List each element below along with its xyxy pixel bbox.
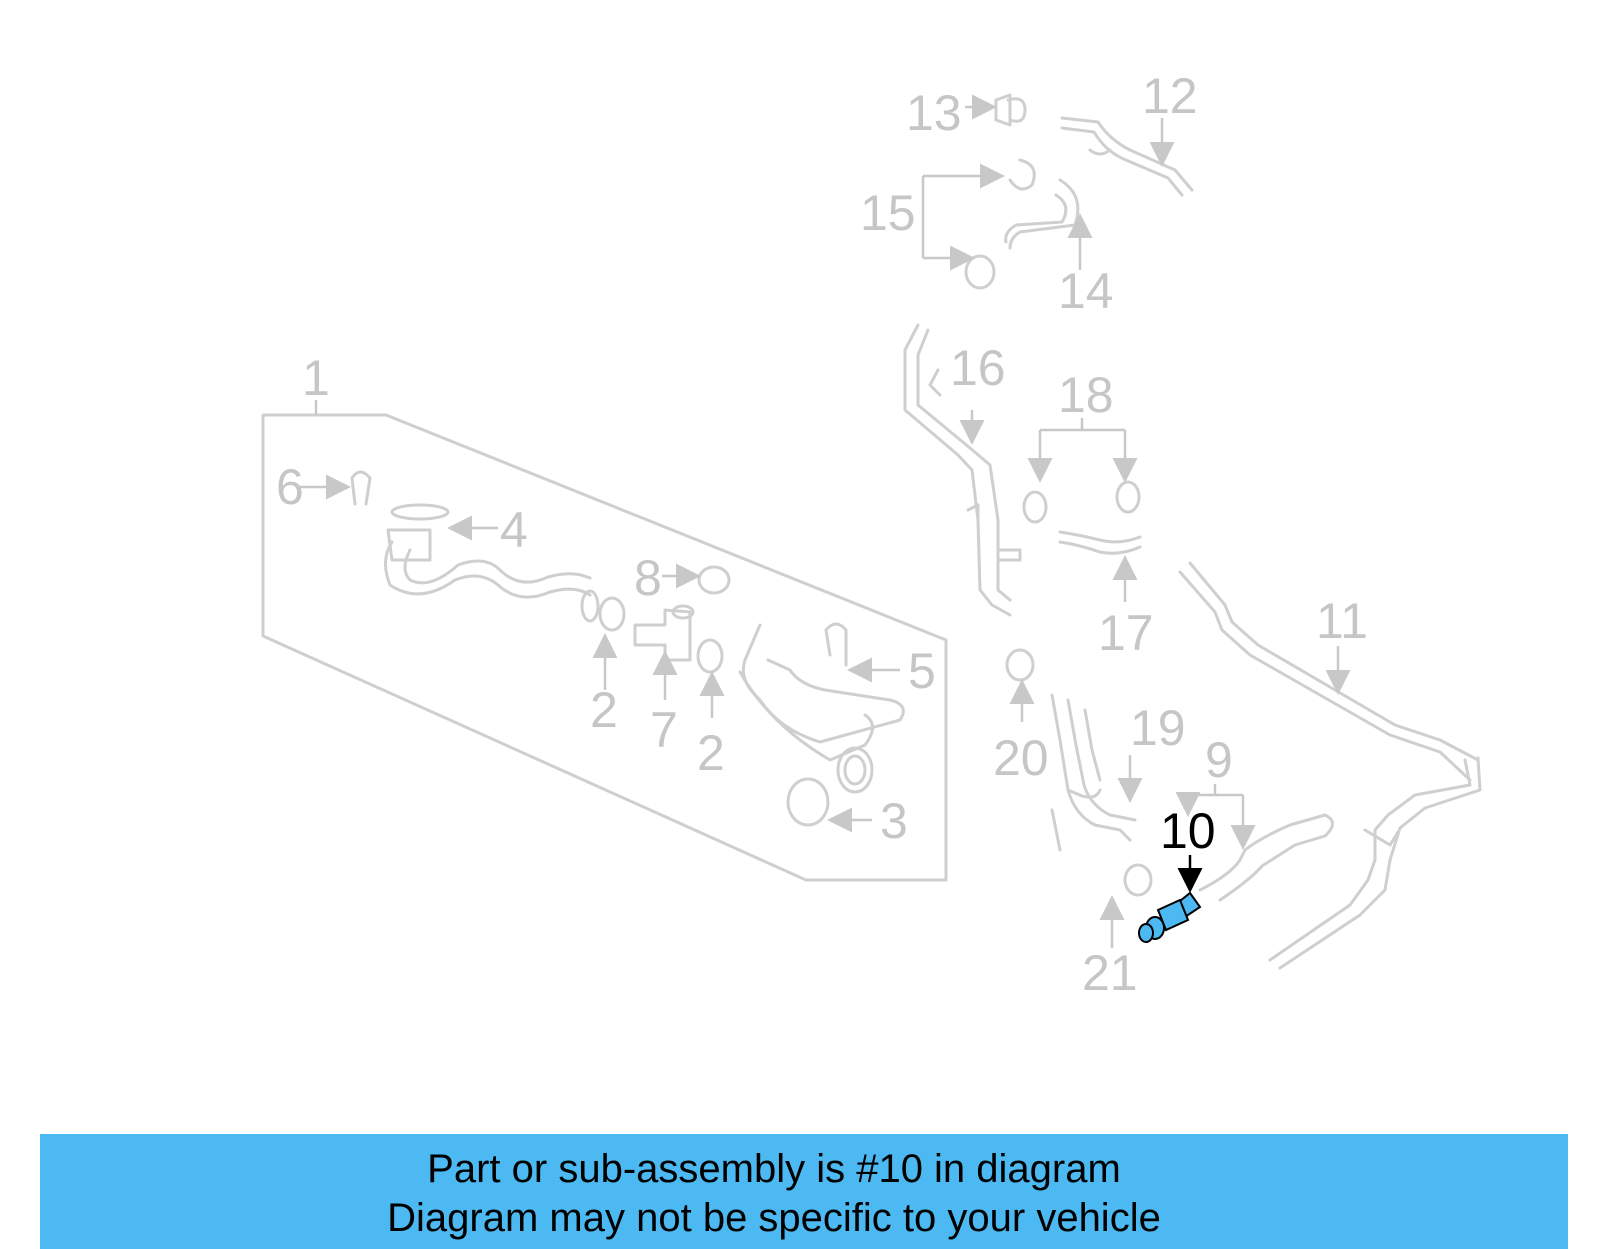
callout-15: 15	[860, 185, 916, 241]
callout-2-left: 2	[590, 682, 618, 738]
callout-17: 17	[1098, 605, 1154, 661]
callout-3: 3	[880, 793, 908, 849]
reservoir-hose-parts	[350, 470, 905, 827]
assembly-1-panel	[261, 400, 948, 882]
assembly-1-arrows	[300, 474, 900, 833]
right-pipes	[1175, 561, 1482, 970]
callout-6: 6	[276, 459, 304, 515]
callout-13: 13	[906, 85, 962, 141]
callout-5: 5	[908, 643, 936, 699]
lower-hoses	[1005, 648, 1153, 948]
callout-7: 7	[650, 702, 678, 758]
info-banner: Part or sub-assembly is #10 in diagram D…	[40, 1134, 1568, 1249]
callout-1: 1	[302, 350, 330, 406]
callout-2-right: 2	[697, 725, 725, 781]
part-10-highlighted	[1138, 855, 1203, 943]
upper-hoses	[921, 93, 1194, 290]
callout-14: 14	[1058, 263, 1114, 319]
callout-20: 20	[993, 730, 1049, 786]
callout-4: 4	[500, 502, 528, 558]
callout-8: 8	[634, 550, 662, 606]
callout-12: 12	[1142, 68, 1198, 124]
banner-line-2: Diagram may not be specific to your vehi…	[387, 1196, 1161, 1240]
callout-labels: 1 2 2 3 4 5 6 7 8 9 10 11 12 13 14 15 16…	[276, 68, 1368, 1001]
callout-11: 11	[1316, 593, 1368, 649]
callout-21: 21	[1082, 945, 1138, 1001]
callout-18: 18	[1058, 367, 1114, 423]
banner-line-1: Part or sub-assembly is #10 in diagram	[427, 1147, 1121, 1191]
middle-pipes	[903, 323, 1142, 617]
callout-19: 19	[1130, 700, 1186, 756]
callout-9: 9	[1205, 732, 1233, 788]
callout-16: 16	[950, 340, 1006, 396]
callout-10: 10	[1160, 803, 1216, 859]
